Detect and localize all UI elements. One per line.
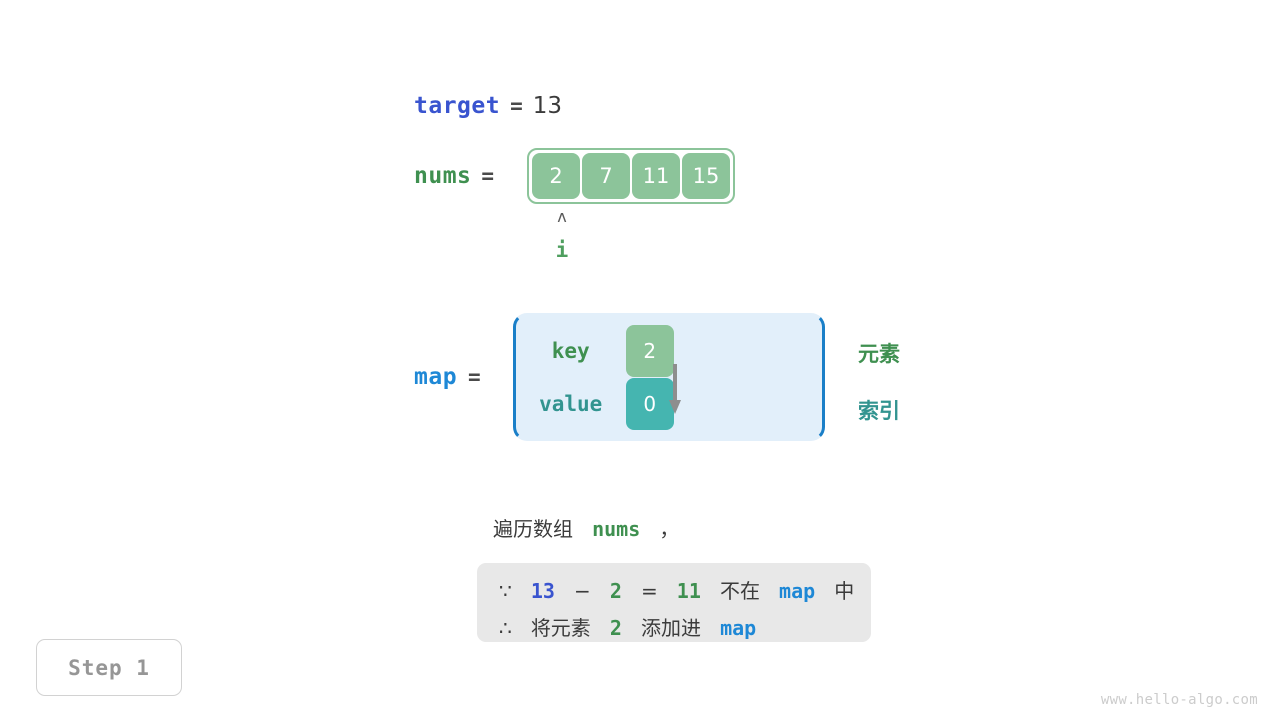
map-container: key 2 value 0	[512, 313, 825, 441]
caret-up-icon: ʌ	[557, 207, 567, 226]
nums-variable-name: nums	[414, 163, 472, 189]
target-variable-name: target	[414, 93, 501, 119]
map-variable-name: map	[414, 364, 458, 390]
reason-added-value: 2	[609, 616, 622, 640]
reasoning-line-1: ∵ 13 − 2 = 11 不在 map 中	[499, 573, 854, 610]
reason-text-in: 中	[834, 579, 855, 603]
map-equals-sign: =	[468, 365, 481, 389]
therefore-symbol: ∴	[499, 616, 512, 640]
reasoning-box: ∵ 13 − 2 = 11 不在 map 中 ∴ 将元素 2	[477, 563, 871, 642]
reason-text-addinto: 添加进	[641, 616, 702, 640]
map-key-row: key 2	[516, 324, 822, 377]
map-value-cell: 0	[625, 377, 674, 430]
map-row: map = key 2 value 0	[414, 313, 825, 441]
array-cell: 2	[532, 153, 581, 199]
annotation-index: 索引	[858, 399, 900, 423]
array-cell: 7	[582, 153, 631, 199]
explanation-prefix: 遍历数组	[493, 517, 573, 541]
step-badge: Step 1	[36, 639, 182, 696]
nums-equals-sign: =	[481, 164, 495, 188]
explanation-code-nums: nums	[592, 517, 641, 541]
reasoning-line-2: ∴ 将元素 2 添加进 map	[499, 610, 849, 647]
equals-operator: =	[640, 579, 658, 603]
minus-operator: −	[573, 579, 591, 603]
index-pointer-group: ʌ i	[540, 207, 584, 263]
reason-map-token: map	[720, 616, 757, 640]
target-equals-sign: =	[510, 94, 523, 118]
step-label: Step 1	[68, 655, 150, 680]
target-row: target = 13	[414, 93, 562, 119]
explanation-suffix: ，	[659, 517, 680, 541]
reason-text-notin: 不在	[719, 579, 760, 603]
reason-result: 11	[676, 579, 701, 603]
target-value: 13	[532, 93, 563, 119]
watermark: www.hello-algo.com	[1100, 692, 1258, 708]
side-annotations: 元素 索引	[858, 338, 900, 425]
map-value-row: value 0	[516, 377, 822, 430]
array-cell: 15	[682, 153, 731, 199]
reason-operand-current: 2	[609, 579, 622, 603]
array-cell: 11	[632, 153, 681, 199]
map-key-cell: 2	[625, 324, 674, 377]
map-value-label: value	[539, 391, 603, 416]
explanation-line: 遍历数组 nums ，	[493, 513, 679, 542]
nums-row: nums = 2 7 11 15	[414, 148, 736, 204]
array-container: 2 7 11 15	[527, 148, 736, 204]
reason-operand-target: 13	[530, 579, 555, 603]
map-key-label: key	[551, 338, 590, 363]
because-symbol: ∵	[499, 579, 512, 603]
pointer-label-i: i	[555, 238, 569, 262]
reason-text-add-element: 将元素	[530, 616, 591, 640]
annotation-element: 元素	[858, 342, 900, 366]
reason-map-token: map	[779, 579, 816, 603]
